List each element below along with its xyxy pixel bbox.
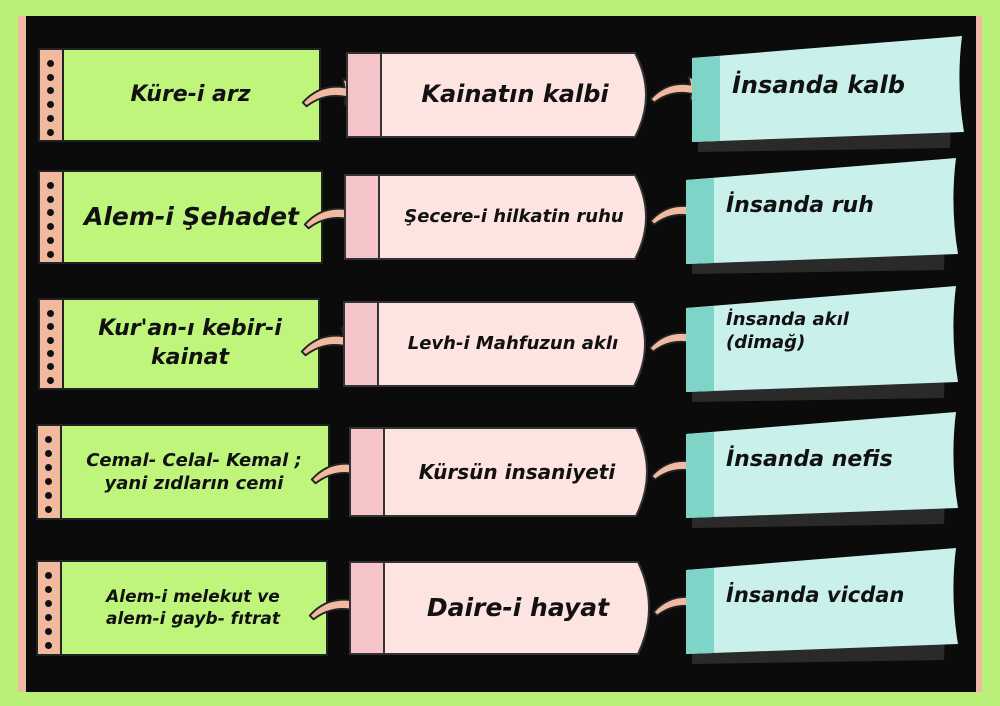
dot-icon <box>45 586 52 594</box>
result-text-line: İnsanda nefis <box>726 447 893 472</box>
dot-icon <box>47 195 54 203</box>
dot-icon <box>47 223 54 231</box>
dot-icon <box>47 350 54 357</box>
curled-note-shape <box>686 158 958 274</box>
dot-icon <box>45 642 52 650</box>
tag-shape <box>349 561 650 655</box>
dot-icon <box>47 87 54 95</box>
dot-icon <box>45 450 52 458</box>
source-text-line: yani zıdların cemi <box>104 473 284 494</box>
result-text-line: İnsanda kalb <box>732 71 905 99</box>
dotted-strip <box>40 300 64 388</box>
source-note-1: Küre-i arz <box>38 48 321 142</box>
source-text-line: Küre-i arz <box>130 81 251 107</box>
result-text: İnsanda ruh <box>726 192 874 221</box>
result-text: İnsanda kalb <box>732 70 905 101</box>
curled-note-shape <box>686 548 958 664</box>
dot-icon <box>45 614 52 622</box>
dot-icon <box>45 436 52 443</box>
source-note-2: Alem-i Şehadet <box>38 170 323 264</box>
source-text-line: kainat <box>150 345 230 370</box>
dot-icon <box>47 209 54 217</box>
dot-icon <box>45 478 52 486</box>
middle-note-1: Kainatın kalbi <box>345 51 661 139</box>
dot-icon <box>45 628 52 636</box>
dot-icon <box>45 572 52 579</box>
dotted-strip <box>38 426 62 518</box>
result-text: İnsanda nefis <box>726 446 893 475</box>
source-text-line: Kur'an-ı kebir-i <box>98 316 282 342</box>
dot-icon <box>45 506 52 514</box>
tag-shape <box>346 52 647 138</box>
middle-note-4: Kürsün insaniyeti <box>348 426 662 518</box>
curled-note-shape <box>692 36 964 152</box>
source-note-3: Kur'an-ı kebir-i kainat <box>38 298 320 390</box>
result-note-4: İnsanda nefis <box>686 410 964 538</box>
result-text-line: İnsanda akıl <box>726 309 849 330</box>
result-note-1: İnsanda kalb <box>692 34 970 162</box>
middle-text: Daire-i hayat <box>426 592 610 622</box>
dot-icon <box>47 250 54 258</box>
dot-icon <box>47 323 54 331</box>
result-note-3: İnsanda akıl(dimağ) <box>686 284 964 412</box>
source-text-line: Alem-i melekut ve <box>106 586 280 607</box>
result-text-line: İnsanda vicdan <box>726 583 905 607</box>
middle-note-3: Levh-i Mahfuzun aklı <box>342 300 660 388</box>
middle-text: Şecere-i hilkatin ruhu <box>404 206 624 228</box>
tag-shape <box>344 174 647 260</box>
dotted-strip <box>40 172 64 262</box>
dot-icon <box>45 464 52 472</box>
dot-icon <box>45 492 52 500</box>
dot-icon <box>47 236 54 244</box>
dotted-strip <box>40 50 64 140</box>
middle-text: Kainatın kalbi <box>421 80 609 109</box>
dot-icon <box>47 114 54 122</box>
source-text: Alem-i Şehadet <box>62 201 299 234</box>
dot-icon <box>47 73 54 81</box>
dot-icon <box>47 376 54 384</box>
source-text-line: Alem-i Şehadet <box>83 201 299 231</box>
dot-icon <box>47 60 54 67</box>
dot-icon <box>47 182 54 189</box>
tag-shape <box>349 427 648 517</box>
result-text: İnsanda vicdan <box>726 582 904 609</box>
result-text: İnsanda akıl(dimağ) <box>726 308 849 355</box>
dotted-strip <box>38 562 62 654</box>
middle-text: Kürsün insaniyeti <box>418 460 616 484</box>
dot-icon <box>47 310 54 317</box>
source-text: Küre-i arz <box>108 81 250 110</box>
middle-note-2: Şecere-i hilkatin ruhu <box>343 173 661 261</box>
dot-icon <box>45 600 52 608</box>
dot-icon <box>47 363 54 371</box>
tag-shape <box>343 301 646 387</box>
source-text-line: Cemal- Celal- Kemal ; <box>86 449 302 471</box>
source-note-4: Cemal- Celal- Kemal ;yani zıdların cemi <box>36 424 330 520</box>
middle-text: Levh-i Mahfuzun aklı <box>407 333 619 355</box>
curled-note-shape <box>686 286 958 402</box>
result-text-line: İnsanda ruh <box>726 193 874 218</box>
source-text: Kur'an-ı kebir-i kainat <box>76 315 282 372</box>
dot-icon <box>47 101 54 109</box>
result-note-2: İnsanda ruh <box>686 156 964 284</box>
middle-note-5: Daire-i hayat <box>348 560 664 656</box>
dot-icon <box>47 128 54 136</box>
source-text: Cemal- Celal- Kemal ;yani zıdların cemi <box>64 449 302 496</box>
dot-icon <box>47 336 54 344</box>
source-text-line: alem-i gayb- fıtrat <box>105 609 281 629</box>
curled-note-shape <box>686 412 958 528</box>
result-note-5: İnsanda vicdan <box>686 546 964 674</box>
result-text-line: (dimağ) <box>726 332 806 354</box>
